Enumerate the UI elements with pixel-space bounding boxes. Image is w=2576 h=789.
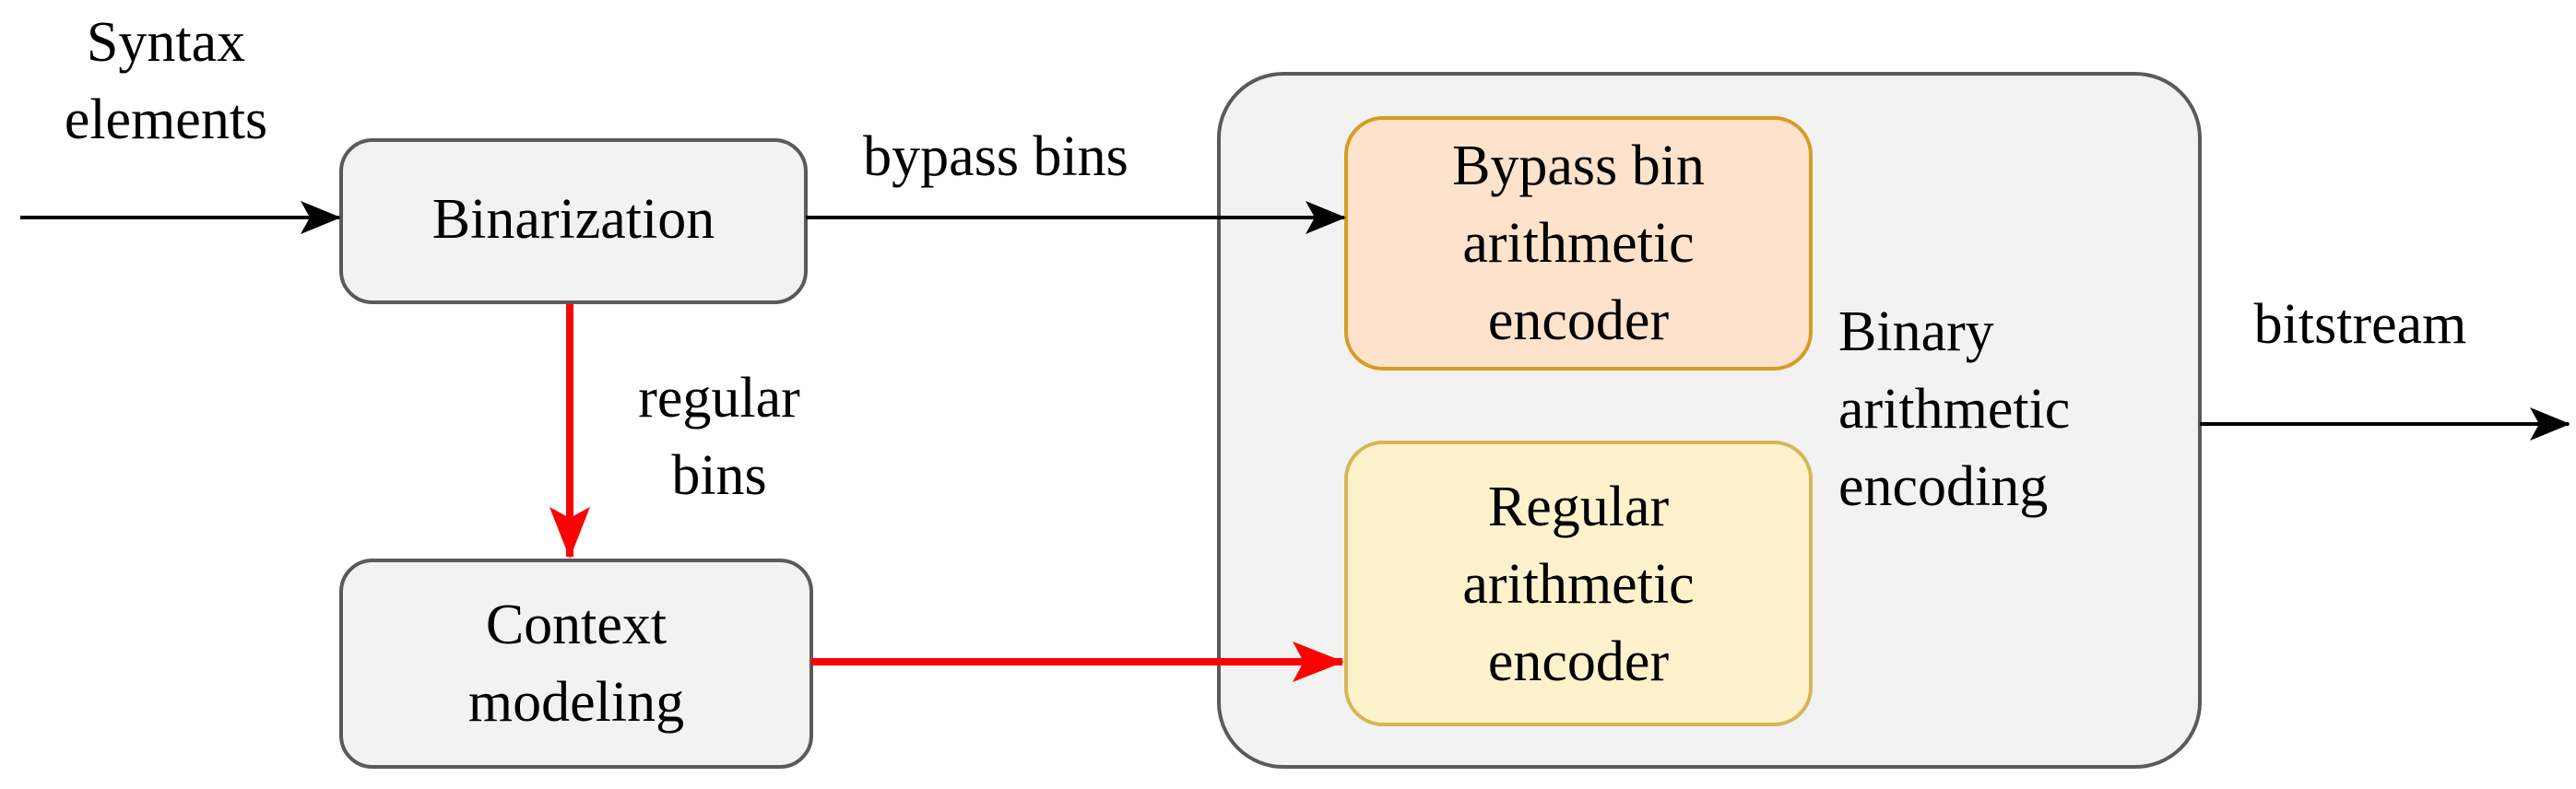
bypass-encoder-box	[1344, 116, 1813, 371]
context-modeling-box	[339, 559, 813, 769]
regular-encoder-box	[1344, 441, 1813, 726]
binarization-box	[339, 138, 808, 304]
